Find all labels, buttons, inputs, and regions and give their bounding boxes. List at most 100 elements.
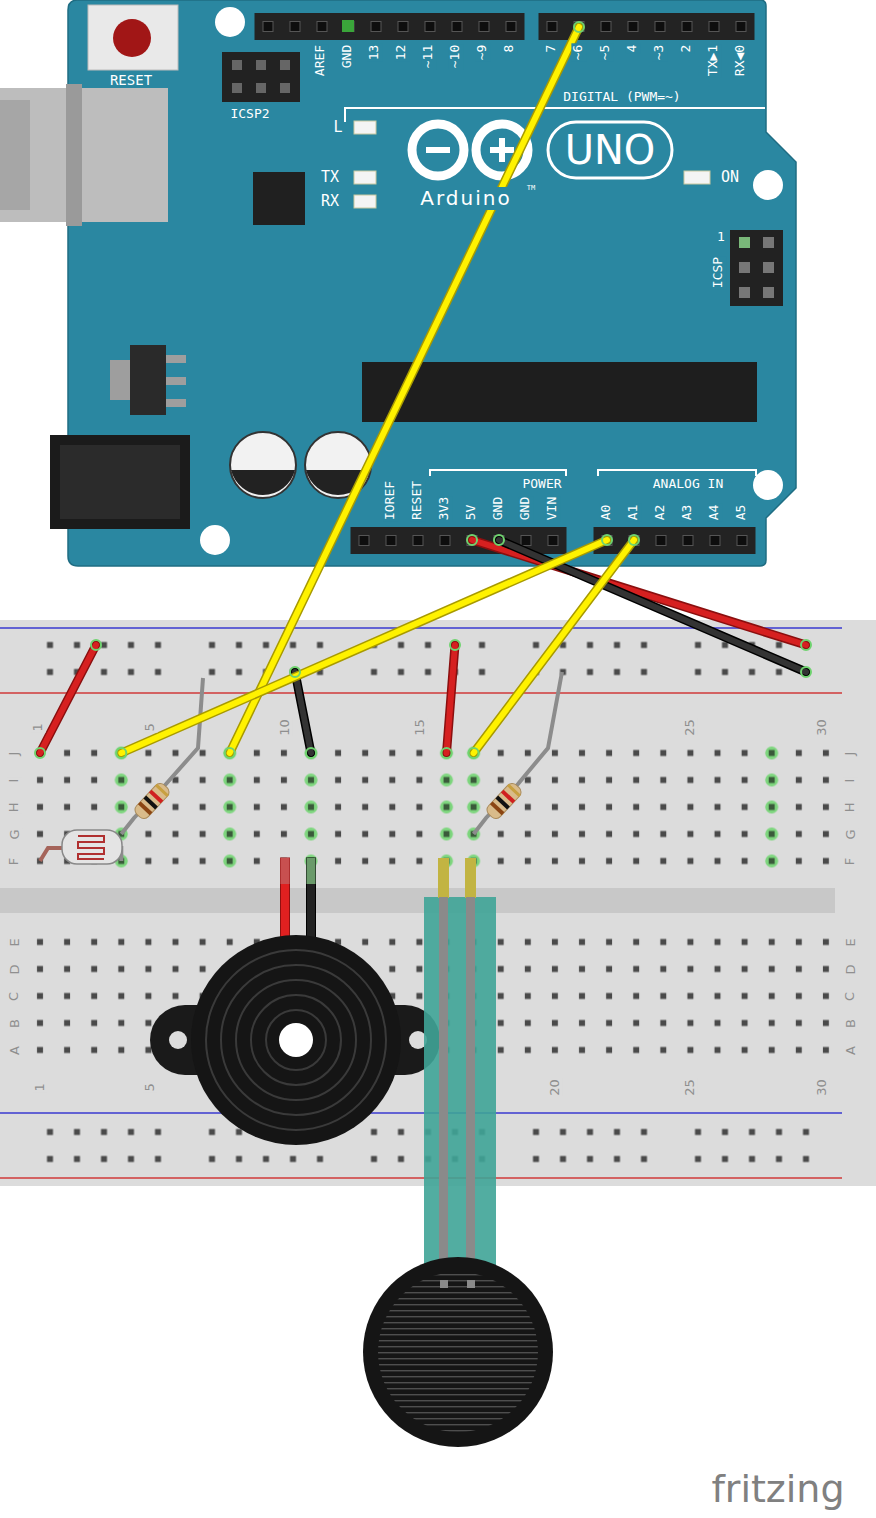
pin-label: A3 bbox=[681, 503, 696, 521]
breadboard bbox=[37, 632, 172, 686]
breadboard-index: D bbox=[8, 963, 23, 975]
breadboard-index: A bbox=[844, 1045, 859, 1056]
pin-label: ON bbox=[720, 169, 740, 186]
watermark: fritzing bbox=[710, 1468, 845, 1512]
pin-label: ANALOG IN bbox=[652, 477, 724, 492]
breadboard-index: 30 bbox=[815, 1078, 830, 1097]
jumper-wire bbox=[474, 540, 634, 753]
arduino-board bbox=[60, 445, 180, 519]
piezo-buzzer bbox=[150, 858, 440, 1145]
breadboard-index: D bbox=[844, 963, 859, 975]
breadboard bbox=[297, 740, 324, 875]
pin-label: DIGITAL (PWM=~) bbox=[562, 90, 681, 105]
pin-label: RESET bbox=[411, 480, 426, 521]
breadboard bbox=[216, 740, 243, 875]
arduino-board bbox=[231, 470, 295, 495]
arduino-board bbox=[345, 108, 765, 122]
arduino-board bbox=[222, 52, 300, 102]
pin-label: 7 bbox=[545, 44, 560, 54]
resistor bbox=[133, 781, 172, 821]
force-sensor bbox=[466, 897, 475, 1287]
resistor bbox=[133, 781, 172, 821]
arduino-board bbox=[342, 20, 354, 32]
jumper-wire bbox=[472, 540, 806, 645]
breadboard-index: 1 bbox=[31, 722, 46, 732]
breadboard-index: E bbox=[844, 937, 859, 947]
arduino-board bbox=[753, 170, 783, 200]
force-sensor bbox=[440, 1280, 448, 1288]
arduino-board bbox=[598, 470, 756, 476]
pin-label: A5 bbox=[735, 503, 750, 521]
wire-end bbox=[91, 640, 101, 650]
piezo-buzzer bbox=[307, 858, 316, 884]
force-sensor bbox=[439, 897, 448, 1287]
wire-end bbox=[442, 748, 452, 758]
jumper-wire bbox=[472, 540, 806, 645]
wire-end bbox=[602, 535, 612, 545]
pin-label: 2 bbox=[680, 44, 695, 54]
breadboard bbox=[523, 1119, 658, 1173]
arduino-board bbox=[110, 360, 132, 400]
pin-label: 13 bbox=[368, 44, 383, 62]
breadboard bbox=[37, 1119, 172, 1173]
arduino-board bbox=[351, 527, 567, 554]
photoresistor bbox=[62, 830, 122, 864]
arduino-board bbox=[230, 432, 296, 498]
pin-label: VIN bbox=[546, 496, 561, 521]
breadboard-index: 30 bbox=[815, 718, 830, 737]
jumper-wire bbox=[230, 27, 579, 753]
arduino-board bbox=[200, 525, 230, 555]
arduino-board bbox=[430, 470, 566, 476]
arduino-board bbox=[499, 138, 505, 162]
pin-label: GND bbox=[492, 496, 507, 521]
arduino-board bbox=[166, 399, 186, 407]
pin-label: IOREF bbox=[384, 480, 399, 521]
resistor bbox=[507, 784, 521, 797]
breadboard bbox=[0, 1177, 842, 1179]
arduino-board bbox=[253, 172, 305, 225]
piezo-buzzer bbox=[281, 858, 290, 938]
resistor bbox=[155, 784, 169, 797]
arduino-board bbox=[426, 147, 450, 153]
pin-label: ~10 bbox=[449, 44, 464, 69]
piezo-buzzer bbox=[206, 950, 386, 1130]
resistor bbox=[121, 678, 203, 834]
breadboard-index: I bbox=[844, 777, 859, 783]
breadboard bbox=[0, 692, 842, 694]
photoresistor bbox=[40, 848, 62, 861]
wire-end bbox=[801, 667, 811, 677]
resistor bbox=[149, 790, 163, 804]
breadboard-index: 1 bbox=[33, 1082, 48, 1092]
breadboard bbox=[433, 740, 460, 875]
pin-label: AREF bbox=[314, 44, 329, 77]
breadboard bbox=[685, 1119, 820, 1173]
pin-label: 12 bbox=[395, 44, 410, 62]
pin-label: ~6 bbox=[572, 44, 587, 62]
force-sensor bbox=[378, 1272, 538, 1432]
pin-label: ICSP2 bbox=[229, 107, 270, 122]
arduino-board bbox=[113, 19, 151, 57]
jumper-wire bbox=[230, 27, 579, 753]
arduino-board bbox=[0, 0, 796, 566]
arduino-board bbox=[232, 60, 242, 70]
breadboard-index: G bbox=[8, 828, 23, 840]
piezo-buzzer bbox=[307, 858, 316, 938]
piezo-buzzer bbox=[281, 858, 290, 884]
arduino-board bbox=[215, 7, 245, 37]
resistor bbox=[121, 678, 203, 834]
wire-end bbox=[450, 640, 460, 650]
jumper-wire bbox=[40, 645, 96, 753]
arduino-board bbox=[412, 124, 464, 176]
pin-label: 4 bbox=[626, 44, 641, 54]
breadboard-index: B bbox=[8, 1018, 23, 1029]
arduino-board bbox=[354, 195, 376, 208]
breadboard-index: 20 bbox=[548, 1078, 563, 1097]
breadboard bbox=[0, 888, 835, 913]
pin-label: 8 bbox=[503, 44, 518, 54]
arduino-board bbox=[739, 287, 750, 298]
wire-end bbox=[801, 640, 811, 650]
pin-label: ~9 bbox=[476, 44, 491, 62]
breadboard-index: H bbox=[844, 801, 859, 813]
wire-end bbox=[494, 535, 504, 545]
pin-label: 1 bbox=[716, 230, 726, 245]
